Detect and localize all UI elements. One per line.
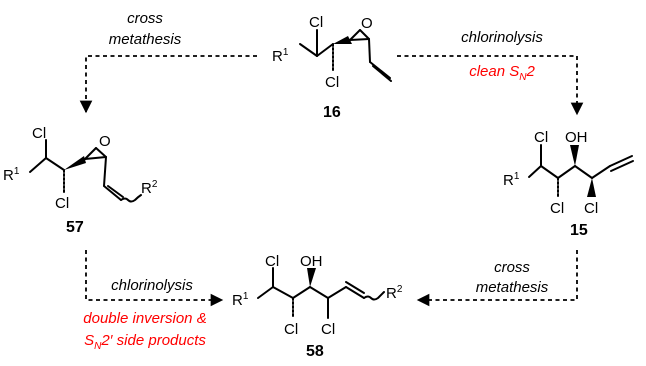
compound-15-r-group: R1: [503, 171, 520, 189]
compound-58-r1-group: R1: [232, 291, 249, 309]
compound-16-cl-top: Cl: [309, 14, 323, 31]
compound-58: Cl OH Cl Cl R1 R2 58: [232, 253, 403, 360]
condition-bottom-left-red-line1: double inversion &: [83, 310, 206, 327]
compound-57-r2-group: R2: [141, 179, 158, 197]
condition-top-left-line1: cross: [127, 10, 163, 27]
compound-15-skeleton: [528, 144, 634, 198]
compound-16-number: 16: [323, 104, 341, 121]
compound-16-cl-bottom: Cl: [325, 74, 339, 91]
arrow-57-to-58: [85, 250, 224, 307]
compound-58-cl-bottom-left: Cl: [284, 321, 298, 338]
conditions-top-right: chlorinolysis clean SN2: [461, 29, 543, 83]
condition-top-right: chlorinolysis: [461, 29, 543, 46]
compound-57-skeleton: [29, 139, 142, 203]
compound-57-cl-bottom: Cl: [55, 195, 69, 212]
compound-58-oh: OH: [300, 253, 323, 270]
condition-top-right-red: clean SN2: [469, 63, 535, 83]
compound-57: Cl Cl R1 O R2 57: [3, 125, 158, 236]
compound-57-number: 57: [66, 219, 84, 236]
arrow-15-to-58: [416, 250, 578, 307]
compound-57-r1-group: R1: [3, 166, 20, 184]
compound-15-number: 15: [570, 222, 588, 239]
compound-15: Cl OH Cl Cl R1 15: [503, 129, 634, 239]
compound-58-number: 58: [306, 343, 324, 360]
compound-16: Cl Cl R1 O 16: [272, 14, 392, 121]
condition-bottom-left: chlorinolysis: [111, 277, 193, 294]
conditions-top-left: cross metathesis: [109, 10, 182, 48]
conditions-bottom-left: chlorinolysis double inversion & SN2′ si…: [83, 277, 206, 352]
compound-57-cl-top: Cl: [32, 125, 46, 142]
condition-top-left-line2: metathesis: [109, 31, 182, 48]
arrow-16-to-15: [397, 55, 584, 116]
conditions-bottom-right: cross metathesis: [476, 259, 549, 296]
condition-bottom-left-red-line2: SN2′ side products: [84, 332, 206, 352]
arrow-16-to-57: [79, 55, 257, 114]
compound-58-r2-group: R2: [386, 284, 403, 302]
compound-15-cl-bottom-left: Cl: [550, 200, 564, 217]
condition-bottom-right-line2: metathesis: [476, 279, 549, 296]
compound-58-cl-top: Cl: [265, 253, 279, 270]
compound-58-cl-bottom-right: Cl: [321, 321, 335, 338]
compound-15-cl-bottom-right: Cl: [584, 200, 598, 217]
condition-bottom-right-line1: cross: [494, 259, 530, 276]
compound-15-cl-top: Cl: [534, 129, 548, 146]
compound-57-epoxide-oxygen: O: [99, 133, 111, 150]
compound-58-skeleton: [257, 267, 385, 319]
compound-16-epoxide-oxygen: O: [361, 15, 373, 32]
compound-16-skeleton: [299, 29, 392, 82]
compound-16-r-group: R1: [272, 47, 289, 65]
compound-15-oh: OH: [565, 129, 588, 146]
